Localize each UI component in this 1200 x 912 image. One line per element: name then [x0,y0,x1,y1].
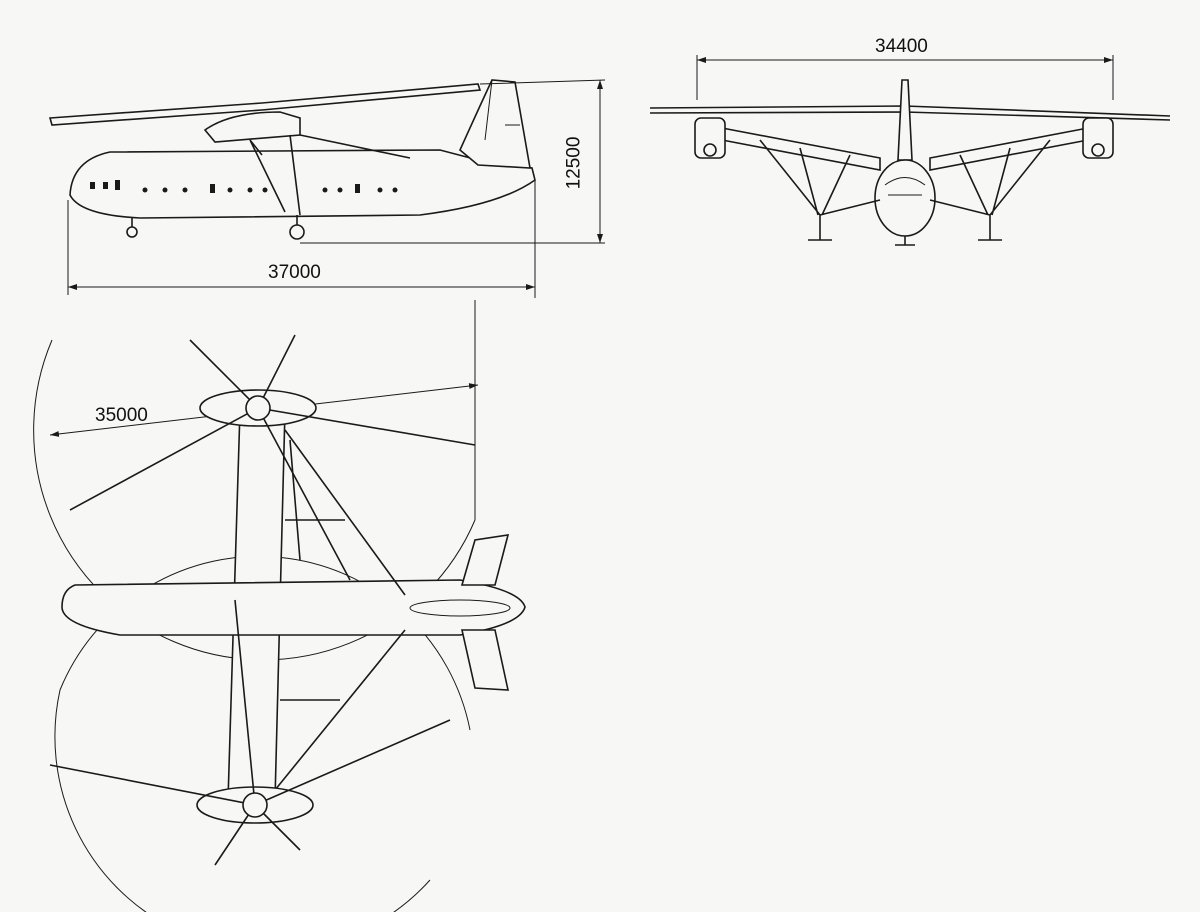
side-rotor-pylon [203,111,301,143]
side-view [48,79,606,298]
top-view [33,300,526,912]
top-fuselage [61,579,526,636]
label-rotor-diameter: 35000 [95,405,148,426]
top-rear-rotor [49,599,451,866]
side-tail-fin [459,79,531,169]
side-windows [90,180,398,193]
front-right-engine [1082,117,1114,159]
side-rotor-blade [48,83,482,126]
front-struts [759,139,1051,245]
top-tail-lower [461,629,510,691]
label-height: 12500 [563,136,585,190]
side-landing-gear [126,215,305,240]
side-struts [249,134,411,216]
front-landing-gear [808,239,1002,246]
label-span: 34400 [875,36,928,57]
side-fuselage [69,149,536,219]
label-length: 37000 [268,262,321,283]
front-fuselage [874,159,936,237]
front-tail-fin [897,79,913,161]
front-view [649,55,1171,246]
top-front-rotor [69,334,476,581]
top-struts [274,429,406,791]
front-left-engine [694,117,726,159]
top-tail-upper [460,534,510,586]
